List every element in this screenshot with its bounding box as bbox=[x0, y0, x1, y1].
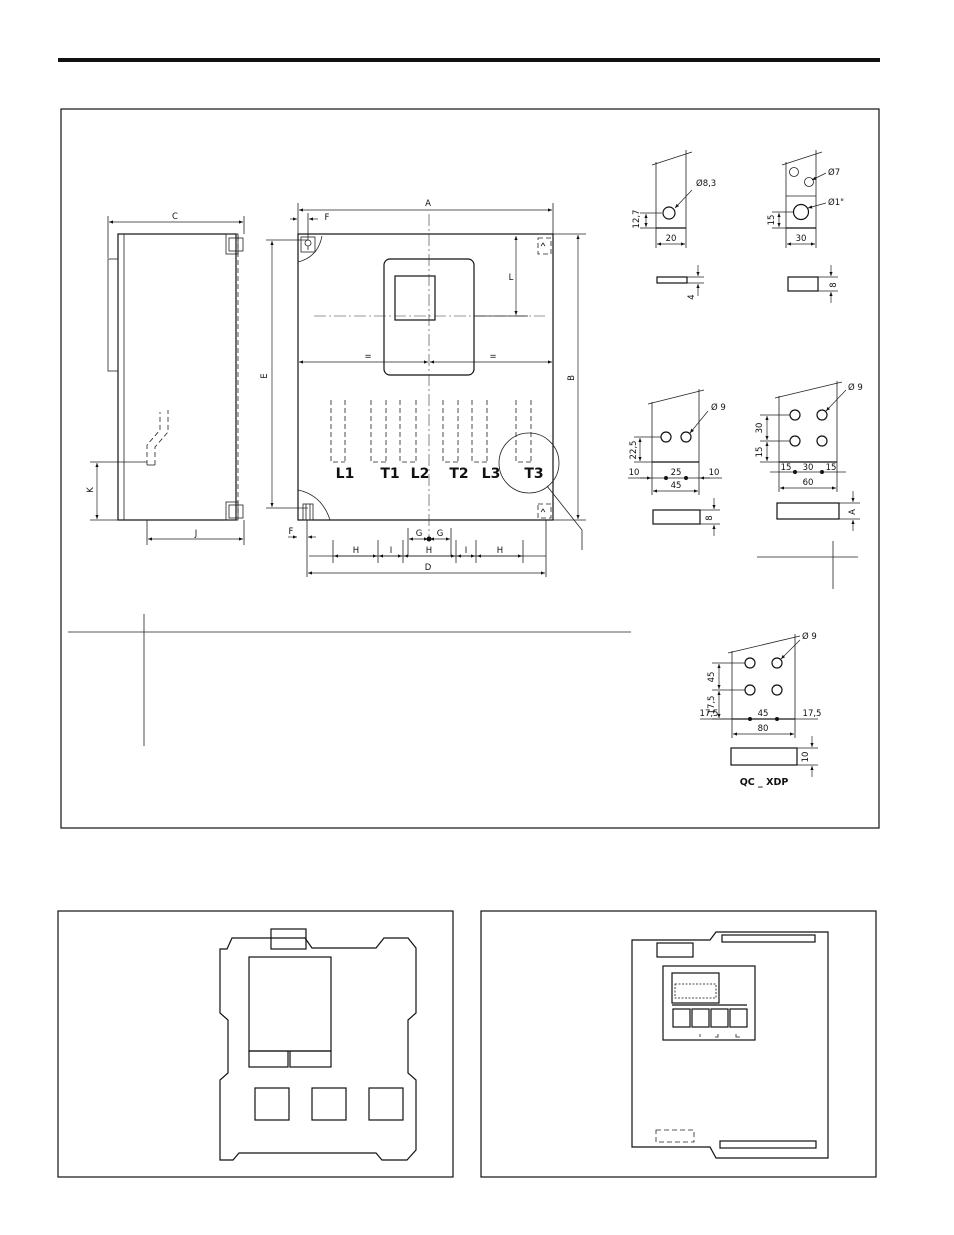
dim-equal-left: = bbox=[364, 352, 371, 362]
terminal-label-2: T1 bbox=[380, 466, 399, 482]
front-view: = = L L1 T1 L2 T2 L3 T3 bbox=[260, 199, 586, 577]
terminal-label-5: L3 bbox=[482, 466, 501, 482]
dim-B: B bbox=[567, 375, 577, 381]
terminal-label-1: L1 bbox=[336, 466, 355, 482]
d2-height-label: 15 bbox=[767, 215, 777, 226]
d5-thickness-label: 10 bbox=[801, 752, 811, 763]
module-block bbox=[248, 956, 332, 1052]
busbars bbox=[330, 400, 532, 463]
d3-pitch-label: 25 bbox=[671, 468, 682, 478]
d5-margin-right-label: 17,5 bbox=[803, 709, 822, 719]
dim-C: C bbox=[172, 212, 178, 222]
header-rule bbox=[58, 58, 880, 62]
dim-J: J bbox=[194, 529, 198, 539]
d1-thickness-label: 4 bbox=[687, 294, 697, 299]
d2-small-hole-label: Ø7 bbox=[828, 167, 840, 178]
key-4 bbox=[729, 1008, 748, 1028]
busbar-detail-4: Ø 9 30 15 15 30 15 60 A bbox=[755, 381, 863, 589]
terminal-label-6: T3 bbox=[524, 466, 543, 482]
dim-H-3: H bbox=[497, 546, 503, 556]
d4-hole-label: Ø 9 bbox=[848, 382, 863, 393]
d1-height-label: 12,7 bbox=[632, 210, 642, 229]
key-1 bbox=[672, 1008, 691, 1028]
dim-G-left: G bbox=[416, 529, 423, 539]
dim-H-1: H bbox=[353, 546, 359, 556]
display-window bbox=[671, 972, 720, 1004]
d5-width-label: 80 bbox=[758, 724, 769, 734]
d3-hole-label: Ø 9 bbox=[711, 402, 726, 413]
d3-width-label: 45 bbox=[671, 481, 682, 491]
board-outline-right-panel bbox=[480, 910, 877, 1178]
d5-caption: QC _ XDP bbox=[740, 777, 789, 788]
dimension-drawing-panel: C J K bbox=[60, 108, 880, 829]
d5-vertical-bottom-label: 17,5 bbox=[707, 696, 717, 715]
dim-L: L bbox=[509, 273, 514, 283]
d4-margin-right-label: 15 bbox=[826, 463, 837, 473]
center-dot bbox=[426, 536, 432, 542]
terminal-label-3: L2 bbox=[411, 466, 430, 482]
d2-thickness-label: 8 bbox=[829, 282, 839, 287]
side-view: C J K bbox=[86, 212, 245, 545]
component-2 bbox=[311, 1087, 347, 1121]
dim-I-1: I bbox=[390, 546, 393, 556]
d3-thickness-label: 8 bbox=[705, 515, 715, 520]
key-2 bbox=[691, 1008, 710, 1028]
control-panel bbox=[662, 965, 756, 1041]
detail-circle bbox=[498, 432, 560, 494]
d2-large-hole-label: Ø1" bbox=[828, 197, 844, 208]
header-strip-bottom bbox=[719, 1140, 817, 1149]
dim-F-bottom: F bbox=[289, 527, 294, 537]
dim-I-2: I bbox=[465, 546, 468, 556]
d3-margin-right-label: 10 bbox=[709, 468, 720, 478]
d4-margin-left-label: 15 bbox=[781, 463, 792, 473]
d5-margin-left-label: 17,5 bbox=[700, 709, 719, 719]
d5-pitch-label: 45 bbox=[758, 709, 769, 719]
dim-H-2: H bbox=[426, 546, 432, 556]
key-3 bbox=[710, 1008, 729, 1028]
dim-G-right: G bbox=[437, 529, 444, 539]
connector-top bbox=[270, 928, 307, 950]
component-3 bbox=[368, 1087, 404, 1121]
d5-vertical-top-label: 45 bbox=[707, 672, 717, 683]
dim-A: A bbox=[425, 199, 431, 209]
busbar-detail-5: Ø 9 45 17,5 17,5 45 17,5 80 10 QC _ XDP bbox=[700, 631, 822, 788]
component-1 bbox=[254, 1087, 290, 1121]
d3-margin-left-label: 10 bbox=[629, 468, 640, 478]
header-strip-top bbox=[721, 934, 816, 943]
dim-F-top: F bbox=[325, 213, 330, 223]
board-outline-left-panel bbox=[57, 910, 454, 1178]
busbar-detail-2: Ø7 Ø1" 15 30 8 bbox=[767, 150, 844, 303]
d4-pitch-label: 30 bbox=[803, 463, 814, 473]
empty-table bbox=[68, 614, 631, 746]
dim-E: E bbox=[260, 373, 270, 378]
d4-thickness-label: A bbox=[848, 509, 858, 515]
dim-D: D bbox=[425, 563, 432, 573]
d4-vertical-bottom-label: 15 bbox=[755, 447, 765, 458]
dim-K: K bbox=[86, 487, 96, 493]
d4-width-label: 60 bbox=[803, 478, 814, 488]
dashed-connector bbox=[655, 1129, 695, 1143]
busbar-detail-3: Ø 9 22,5 10 25 10 45 8 bbox=[628, 389, 726, 536]
d1-width-label: 20 bbox=[666, 234, 677, 244]
terminal-label-4: T2 bbox=[449, 466, 468, 482]
d3-height-label: 22,5 bbox=[629, 441, 639, 460]
d5-hole-label: Ø 9 bbox=[802, 631, 817, 642]
d2-width-label: 30 bbox=[796, 234, 807, 244]
d4-vertical-top-label: 30 bbox=[755, 423, 765, 434]
d1-hole-label: Ø8,3 bbox=[696, 178, 716, 189]
busbar-detail-1: Ø8,3 12,7 20 4 bbox=[632, 150, 716, 300]
dim-equal-right: = bbox=[489, 352, 496, 362]
